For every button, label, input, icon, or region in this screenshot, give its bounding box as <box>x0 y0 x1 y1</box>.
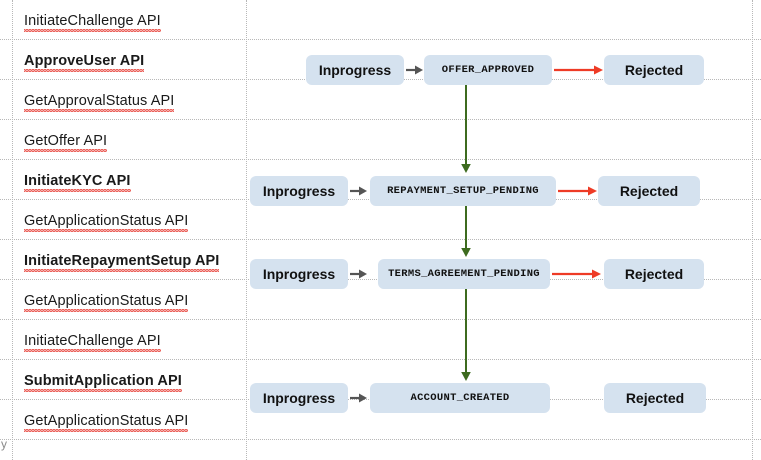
api-label-row-5: GetApplicationStatus API <box>24 213 189 232</box>
api-label-text: SubmitApplication API <box>24 373 182 392</box>
arrow-terms-agreement-pending-to-account-created <box>459 289 473 382</box>
api-label-text: GetApplicationStatus API <box>24 293 189 312</box>
api-label-text: InitiateChallenge API <box>24 333 161 352</box>
arrow-inprogress-to-terms-agreement-pending <box>350 268 368 280</box>
arrow-offer-approved-to-rejected <box>554 64 604 76</box>
node-state-repayment-setup-pending[interactable]: REPAYMENT_SETUP_PENDING <box>370 176 556 206</box>
api-label-row-2: GetApprovalStatus API <box>24 93 175 112</box>
api-label-text: InitiateChallenge API <box>24 13 161 32</box>
api-label-text: InitiateRepaymentSetup API <box>24 253 220 272</box>
grid-row <box>0 400 761 440</box>
node-inprogress-offer-approved[interactable]: Inprogress <box>306 55 404 85</box>
node-inprogress-repayment-setup-pending[interactable]: Inprogress <box>250 176 348 206</box>
arrow-repayment-setup-pending-to-rejected <box>558 185 598 197</box>
api-label-row-3: GetOffer API <box>24 133 108 152</box>
api-label-text: GetApprovalStatus API <box>24 93 175 112</box>
api-label-text: GetOffer API <box>24 133 108 152</box>
api-label-text: GetApplicationStatus API <box>24 413 189 432</box>
node-rejected-account-created[interactable]: Rejected <box>604 383 706 413</box>
node-rejected-terms-agreement-pending[interactable]: Rejected <box>604 259 704 289</box>
api-label-row-9: SubmitApplication API <box>24 373 182 392</box>
grid-row <box>0 440 761 460</box>
arrow-inprogress-to-account-created <box>350 392 368 404</box>
grid-column-divider-mid <box>246 0 247 460</box>
api-label-row-4: InitiateKYC API <box>24 173 131 192</box>
node-inprogress-terms-agreement-pending[interactable]: Inprogress <box>250 259 348 289</box>
api-label-row-6: InitiateRepaymentSetup API <box>24 253 220 272</box>
api-label-row-0: InitiateChallenge API <box>24 13 161 32</box>
api-label-text: GetApplicationStatus API <box>24 213 189 232</box>
grid-row <box>0 320 761 360</box>
api-label-row-7: GetApplicationStatus API <box>24 293 189 312</box>
grid-row <box>0 280 761 320</box>
api-label-row-8: InitiateChallenge API <box>24 333 161 352</box>
arrow-terms-agreement-pending-to-rejected <box>552 268 602 280</box>
node-state-terms-agreement-pending[interactable]: TERMS_AGREEMENT_PENDING <box>378 259 550 289</box>
grid-column-divider-left <box>12 0 13 460</box>
arrow-offer-approved-to-repayment-setup-pending <box>459 85 473 174</box>
arrow-inprogress-to-repayment-setup-pending <box>350 185 368 197</box>
node-state-account-created[interactable]: ACCOUNT_CREATED <box>370 383 550 413</box>
grid-row <box>0 200 761 240</box>
arrow-inprogress-to-offer-approved <box>406 64 424 76</box>
api-label-row-10: GetApplicationStatus API <box>24 413 189 432</box>
grid-row <box>0 80 761 120</box>
grid-row <box>0 120 761 160</box>
arrow-repayment-setup-pending-to-terms-agreement-pending <box>459 206 473 258</box>
api-label-text: ApproveUser API <box>24 53 145 72</box>
node-rejected-offer-approved[interactable]: Rejected <box>604 55 704 85</box>
stray-glyph: y <box>1 437 7 451</box>
api-label-row-1: ApproveUser API <box>24 53 145 72</box>
node-state-offer-approved[interactable]: OFFER_APPROVED <box>424 55 552 85</box>
grid-column-divider-right <box>752 0 753 460</box>
node-inprogress-account-created[interactable]: Inprogress <box>250 383 348 413</box>
node-rejected-repayment-setup-pending[interactable]: Rejected <box>598 176 700 206</box>
grid-row <box>0 0 761 40</box>
api-label-text: InitiateKYC API <box>24 173 131 192</box>
